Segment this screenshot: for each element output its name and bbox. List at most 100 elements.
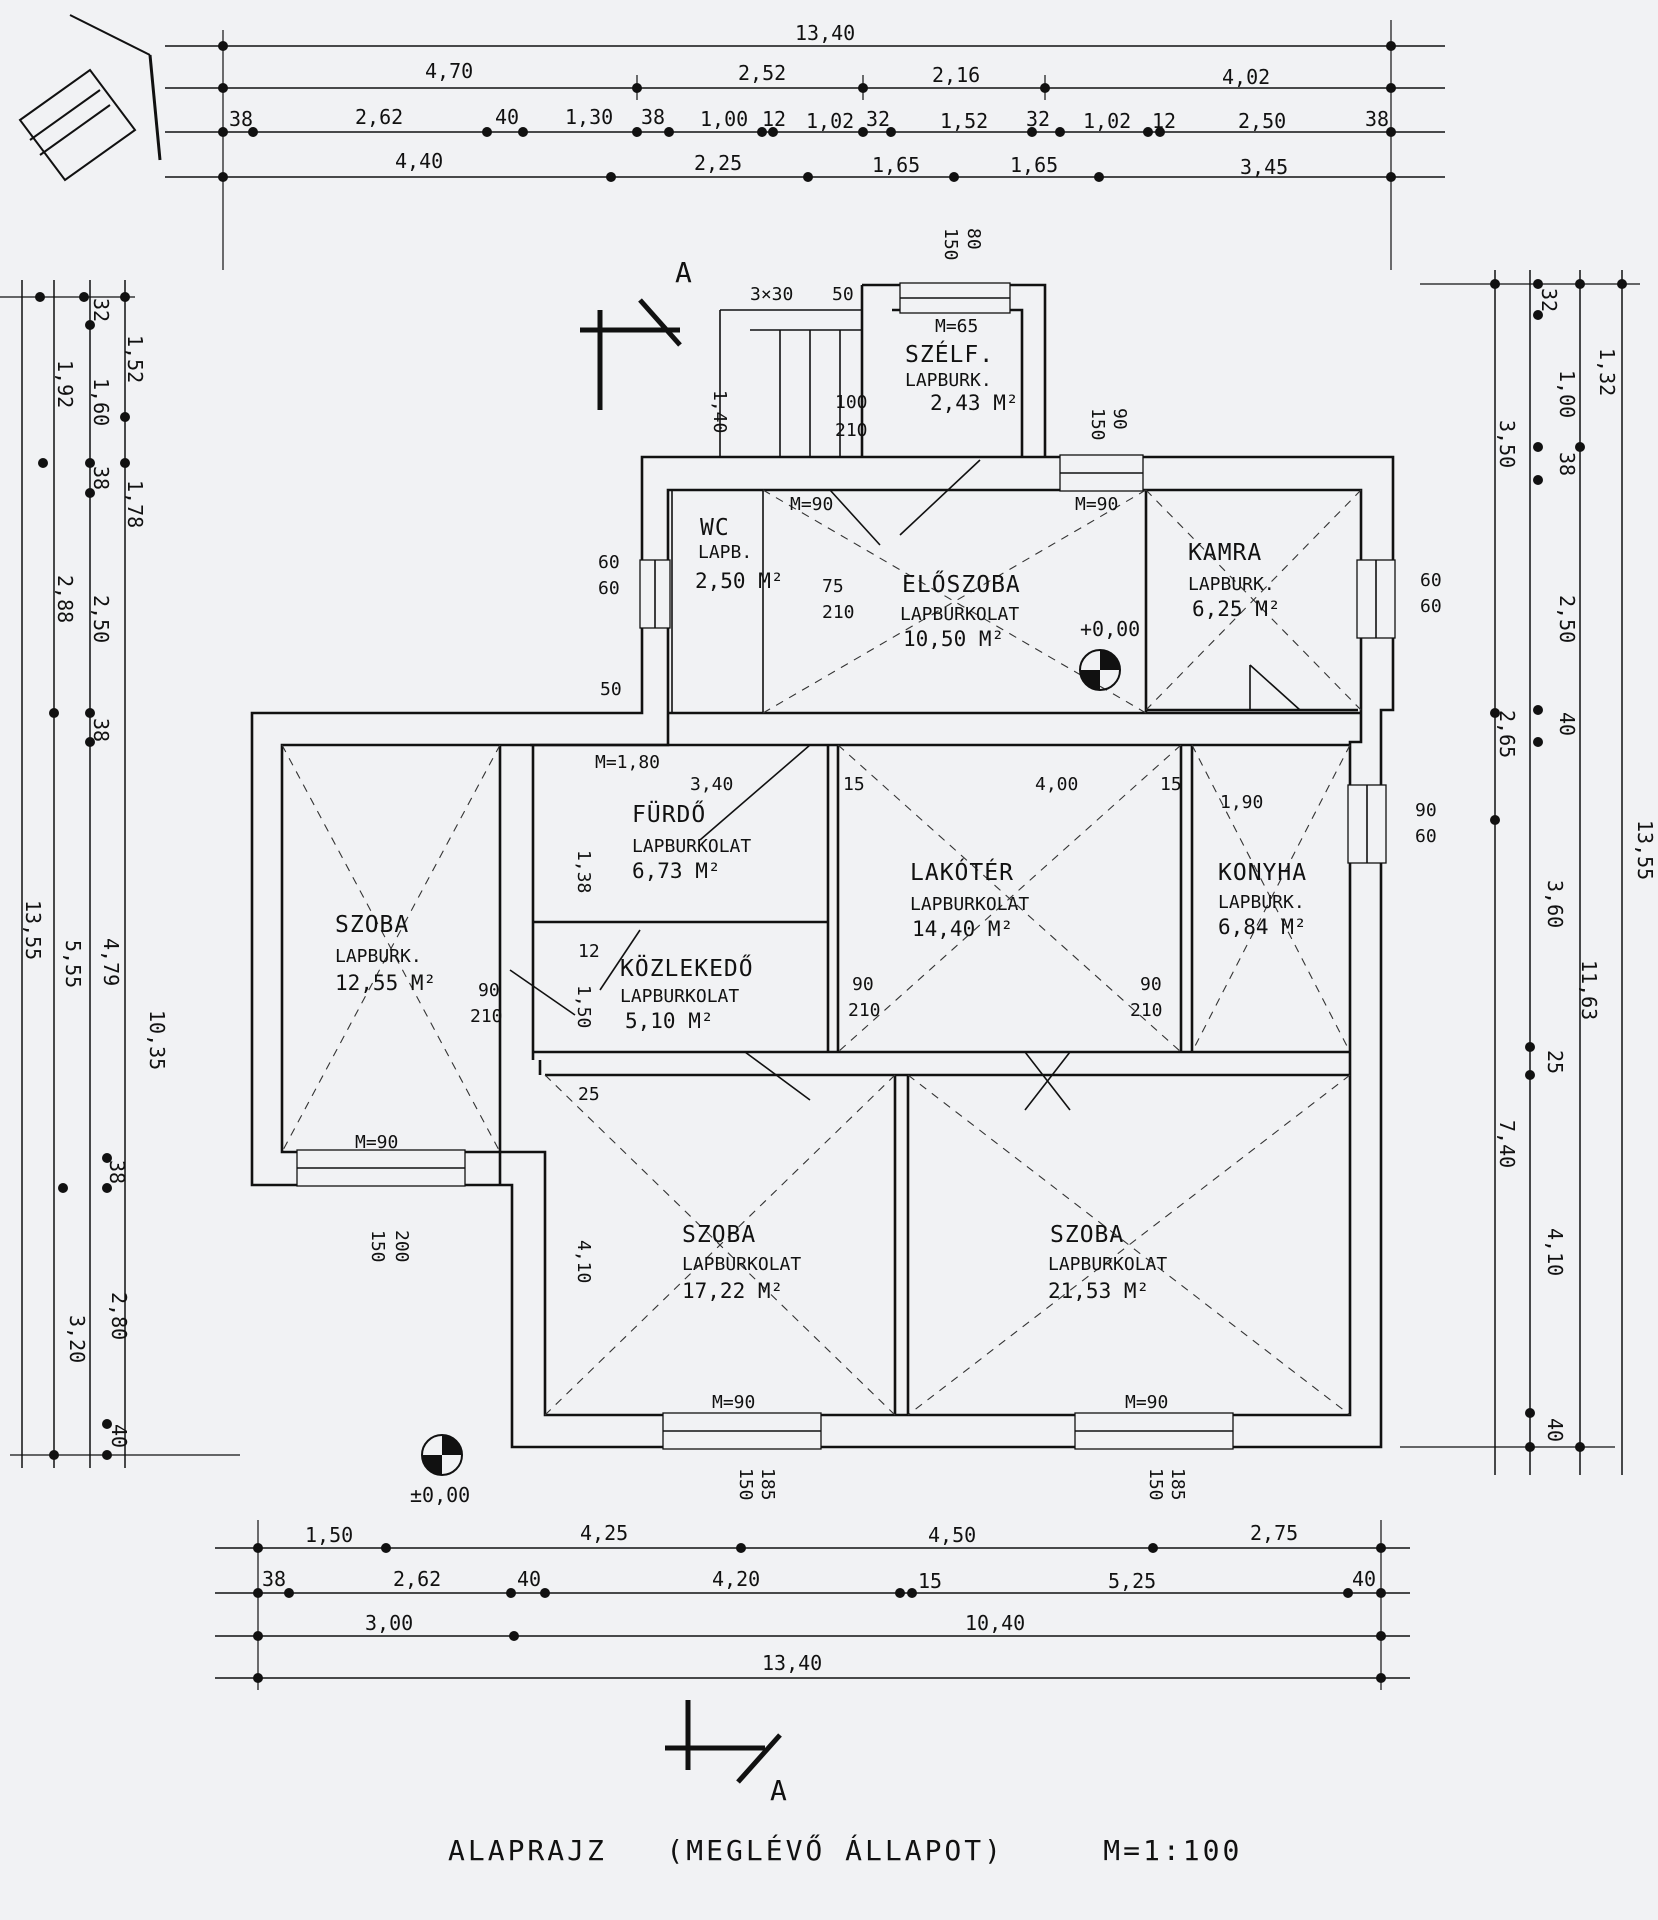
door-width: 100 <box>835 392 868 413</box>
dim-bottom: 38 <box>262 1567 286 1591</box>
room-floor: LAPBURKOLAT <box>1048 1254 1167 1275</box>
room-floor: LAPBURK. <box>1188 574 1275 595</box>
room-lakoter: LAKÓTÉR LAPBURKOLAT 14,40 M² <box>910 858 1029 941</box>
dim-right: 25 <box>1543 1050 1567 1074</box>
window-height: 80 <box>963 228 984 250</box>
room-width: 3,40 <box>690 774 733 795</box>
dim-bottom: 4,50 <box>928 1523 976 1547</box>
stairs-label: 3×30 <box>750 284 793 305</box>
dim-right: 7,40 <box>1495 1120 1519 1168</box>
tick-dots <box>1490 279 1627 1452</box>
room-floor: LAPBURK. <box>1218 892 1305 913</box>
section-label: A <box>770 1774 790 1807</box>
tick-dots <box>35 292 130 1460</box>
dim-top: 4,02 <box>1222 65 1270 89</box>
window-sill: 150 <box>940 228 961 261</box>
top-dimension-chains: 13,40 4,70 2,52 2,16 4,02 38 2,62 40 1,3… <box>165 20 1445 270</box>
room-area: 2,43 M² <box>930 391 1019 415</box>
room-diagonals <box>281 489 1362 1416</box>
dim-top: 32 <box>866 107 890 131</box>
door-height: 210 <box>835 420 868 441</box>
room-floor: LAPBURK. <box>335 946 422 967</box>
wall-thickness: 15 <box>843 774 865 795</box>
room-area: 6,73 M² <box>632 859 721 883</box>
dim-bottom: 40 <box>1352 1567 1376 1591</box>
dim-bottom: 3,00 <box>365 1611 413 1635</box>
room-floor: LAPBURKOLAT <box>620 986 739 1007</box>
dim-top: 2,62 <box>355 105 403 129</box>
room-name: SZOBA <box>335 912 409 938</box>
door-m-label: M=90 <box>790 494 833 515</box>
drawing-title: ALAPRAJZ (MEGLÉVŐ ÁLLAPOT) M=1:100 <box>448 1833 1242 1867</box>
room-kozlekedo: KÖZLEKEDŐ LAPBURKOLAT 5,10 M² <box>620 954 754 1033</box>
window-sill: 150 <box>735 1468 756 1501</box>
room-eloszoba: ELŐSZOBA LAPBURKOLAT 10,50 M² <box>900 570 1020 651</box>
room-labels: M=65 SZÉLF. LAPBURK. 2,43 M² WC LAPB. 2,… <box>335 316 1307 1303</box>
room-wc: WC LAPB. 2,50 M² <box>695 515 784 593</box>
dim-top: 12 <box>1152 109 1176 133</box>
window-height: 60 <box>1415 826 1437 847</box>
dim-bottom: 2,75 <box>1250 1521 1298 1545</box>
wall-thickness: 12 <box>578 941 600 962</box>
stairs-width-label: 50 <box>832 284 854 305</box>
dim-bottom-total: 13,40 <box>762 1651 822 1675</box>
window-width: 60 <box>598 552 620 573</box>
dim-right: 32 <box>1537 288 1561 312</box>
dim-right: 2,50 <box>1555 595 1579 643</box>
window-m-label: M=90 <box>1125 1392 1168 1413</box>
dim-bottom: 2,62 <box>393 1567 441 1591</box>
room-area: 5,10 M² <box>625 1009 714 1033</box>
dim-left: 2,50 <box>89 595 113 643</box>
room-szoba-right: SZOBA LAPBURKOLAT 21,53 M² <box>1048 1222 1167 1303</box>
dim-right: 2,65 <box>1495 710 1519 758</box>
dim-top: 3,45 <box>1240 155 1288 179</box>
door-height: 210 <box>822 602 855 623</box>
dim-top: 1,00 <box>700 107 748 131</box>
room-floor: LAPBURKOLAT <box>682 1254 801 1275</box>
dim-left: 1,52 <box>123 335 147 383</box>
door-width: 90 <box>852 974 874 995</box>
dim-right: 13,55 <box>1633 820 1657 880</box>
room-height: 1,50 <box>573 985 594 1028</box>
room-height: 4,10 <box>573 1240 594 1283</box>
room-width: 4,00 <box>1035 774 1078 795</box>
level-marker-ground: ±0,00 <box>410 1434 470 1507</box>
bottom-dimension-chains: 1,50 4,25 4,50 2,75 38 2,62 40 4,20 15 5… <box>215 1520 1410 1690</box>
dim-left: 2,88 <box>53 575 77 623</box>
room-floor: LAPBURKOLAT <box>900 604 1019 625</box>
room-name: KONYHA <box>1218 860 1307 886</box>
dim-left: 3,20 <box>65 1315 89 1363</box>
room-floor: LAPB. <box>698 542 752 563</box>
room-szelf: M=65 SZÉLF. LAPBURK. 2,43 M² <box>905 316 1019 415</box>
dim-right: 40 <box>1543 1418 1567 1442</box>
door-m-label: M=90 <box>1075 494 1118 515</box>
dim-right: 38 <box>1555 452 1579 476</box>
door-height: 210 <box>848 1000 881 1021</box>
level-marker-entrance: +0,00 <box>1079 617 1140 691</box>
room-area: 14,40 M² <box>912 917 1013 941</box>
window-height: 60 <box>598 578 620 599</box>
dim-top: 38 <box>1365 107 1389 131</box>
window-height: 200 <box>391 1230 412 1263</box>
room-konyha: KONYHA LAPBURK. 6,84 M² <box>1218 860 1307 939</box>
wall-thickness: 15 <box>1160 774 1182 795</box>
dim-top: 4,70 <box>425 59 473 83</box>
dim-left: 4,79 <box>99 938 123 986</box>
dim-bottom: 5,25 <box>1108 1569 1156 1593</box>
dim-left: 2,80 <box>107 1292 131 1340</box>
room-floor: LAPBURKOLAT <box>910 894 1029 915</box>
dim-left: 13,55 <box>21 900 45 960</box>
window-sill: 150 <box>1145 1468 1166 1501</box>
dim-bottom: 40 <box>517 1567 541 1591</box>
dim-top: 1,02 <box>1083 109 1131 133</box>
dim-right: 1,32 <box>1595 348 1619 396</box>
right-dimension-chains: 13,55 1,32 2,50 3,60 4,10 32 1,00 38 40 … <box>1400 270 1657 1475</box>
door-width: 75 <box>822 576 844 597</box>
dim-right: 3,60 <box>1543 880 1567 928</box>
room-name: SZOBA <box>1050 1222 1124 1248</box>
door-m-label: M=1,80 <box>595 752 660 773</box>
dim-left: 38 <box>89 718 113 742</box>
room-name: KÖZLEKEDŐ <box>620 954 754 982</box>
tick-dots <box>218 41 1396 182</box>
